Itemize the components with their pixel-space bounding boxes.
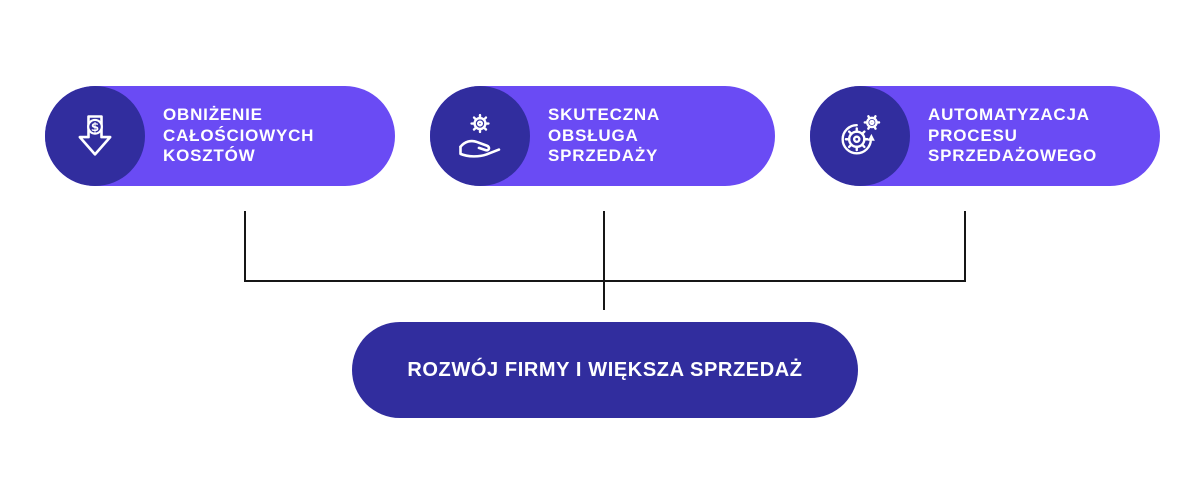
connector-line-left [244, 211, 246, 281]
benefit-pill-automation: AUTOMATYZACJA PROCESU SPRZEDAŻOWEGO [810, 86, 1160, 186]
connector-line-middle [603, 211, 605, 281]
hand-holding-gear-icon [459, 113, 501, 158]
benefit-label: SKUTECZNA OBSŁUGA SPRZEDAŻY [548, 104, 661, 166]
result-label: ROZWÓJ FIRMY I WIĘKSZA SPRZEDAŻ [407, 358, 803, 381]
connector-line-horizontal [244, 280, 966, 282]
connector-line-right [964, 211, 966, 281]
benefit-pill-service: SKUTECZNA OBSŁUGA SPRZEDAŻY [430, 86, 775, 186]
benefit-label: AUTOMATYZACJA PROCESU SPRZEDAŻOWEGO [928, 104, 1098, 166]
benefit-pill-costs: $ OBNIŻENIE CAŁOŚCIOWYCH KOSZTÓW [45, 86, 395, 186]
dollar-arrow-down-icon: $ [78, 115, 112, 156]
connector-line-down [603, 280, 605, 310]
benefit-label: OBNIŻENIE CAŁOŚCIOWYCH KOSZTÓW [163, 104, 315, 166]
automation-gears-icon [841, 115, 881, 155]
result-pill: ROZWÓJ FIRMY I WIĘKSZA SPRZEDAŻ [352, 322, 858, 418]
icon-circle [430, 86, 530, 186]
icon-circle [810, 86, 910, 186]
svg-text:$: $ [91, 120, 99, 134]
icon-circle: $ [45, 86, 145, 186]
